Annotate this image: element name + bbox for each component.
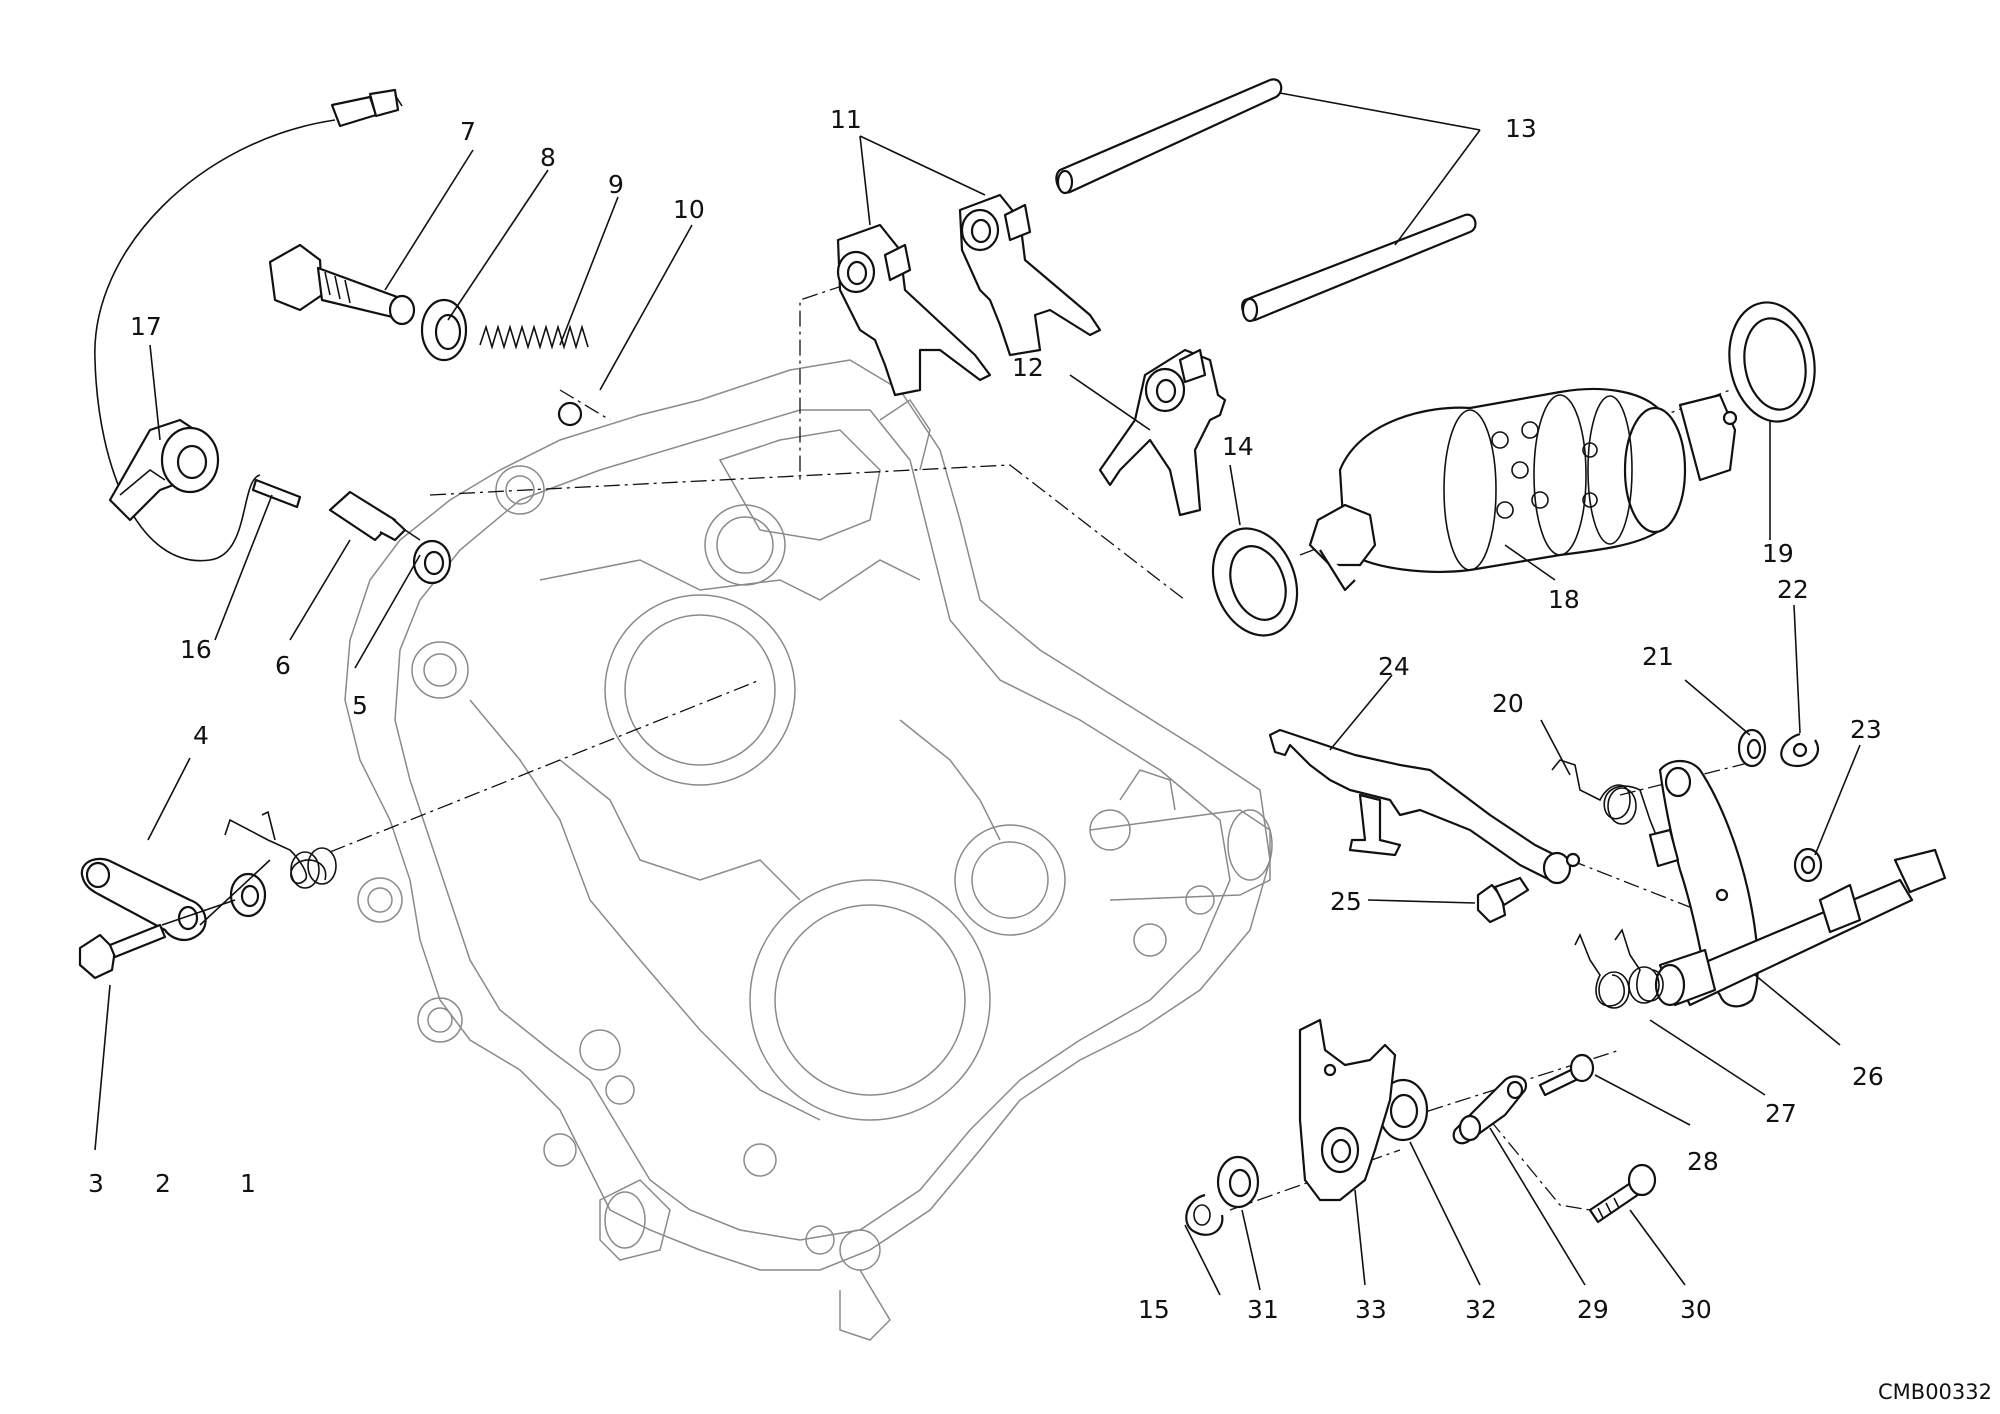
bolt-3 [78,923,167,980]
circlip-15 [1185,1193,1224,1236]
callout-24: 24 [1378,652,1410,681]
neutral-sensor-17 [108,418,220,522]
callout-leaders [94,92,1861,1296]
selector-drum-18 [1308,387,1738,592]
circlip-22 [1780,732,1819,768]
callout-13: 13 [1505,114,1537,143]
callout-17: 17 [130,312,162,341]
sensor-wire [94,88,403,562]
callout-15: 15 [1138,1295,1170,1324]
detent-lever-24 [1268,728,1581,885]
diagram-reference-code: CMB00332 [1878,1380,1992,1404]
callout-9: 9 [608,170,624,199]
callout-2: 2 [155,1169,171,1198]
callout-21: 21 [1642,642,1674,671]
callout-14: 14 [1222,432,1254,461]
washer-21 [1737,728,1767,768]
callout-10: 10 [673,195,705,224]
washer-5 [412,539,452,585]
callout-3: 3 [88,1169,104,1198]
callout-22: 22 [1777,575,1809,604]
switch-6 [328,490,421,542]
pawl-29 [1452,1075,1528,1145]
callout-32: 32 [1465,1295,1497,1324]
seal-8 [420,298,468,362]
callout-4: 4 [193,721,209,750]
callout-19: 19 [1762,539,1794,568]
return-spring-27 [1574,928,1664,1009]
ball-10 [557,401,583,427]
callout-8: 8 [540,143,556,172]
shift-fork-12 [1098,348,1227,517]
lever-4 [80,857,207,942]
thrust-washer-14 [1211,527,1299,637]
callout-28: 28 [1687,1147,1719,1176]
callout-16: 16 [180,635,212,664]
spring-20 [1551,759,1686,856]
washer-31 [1216,1155,1260,1209]
callout-12: 12 [1012,353,1044,382]
callout-30: 30 [1680,1295,1712,1324]
callout-1: 1 [240,1169,256,1198]
callout-23: 23 [1850,715,1882,744]
pin-16 [251,478,302,509]
callout-6: 6 [275,651,291,680]
screw-28 [1538,1053,1595,1097]
bolt-25 [1476,876,1530,924]
callout-25: 25 [1330,887,1362,916]
bolt-30 [1588,1163,1657,1224]
callout-26: 26 [1852,1062,1884,1091]
bush-23 [1793,847,1823,883]
callout-20: 20 [1492,689,1524,718]
selector-plate-33 [1298,1018,1397,1202]
plug-bolt-7 [268,243,416,326]
callout-7: 7 [460,117,476,146]
callout-29: 29 [1577,1295,1609,1324]
washer-19 [1728,301,1816,423]
callout-5: 5 [352,691,368,720]
crankcase-half [344,359,1273,1341]
fork-shafts-13 [1055,78,1477,323]
gear-shift-shaft-26 [1648,759,1947,1008]
shift-forks-11 [836,193,1102,397]
callout-18: 18 [1548,585,1580,614]
washer-2 [229,872,267,918]
callout-27: 27 [1765,1099,1797,1128]
callout-numbers: 1 2 3 4 5 6 7 8 9 10 11 12 13 14 15 16 1… [88,105,1884,1324]
callout-31: 31 [1247,1295,1279,1324]
spring-9 [479,324,589,350]
callout-11: 11 [830,105,862,134]
spring-1 [224,810,337,889]
callout-33: 33 [1355,1295,1387,1324]
